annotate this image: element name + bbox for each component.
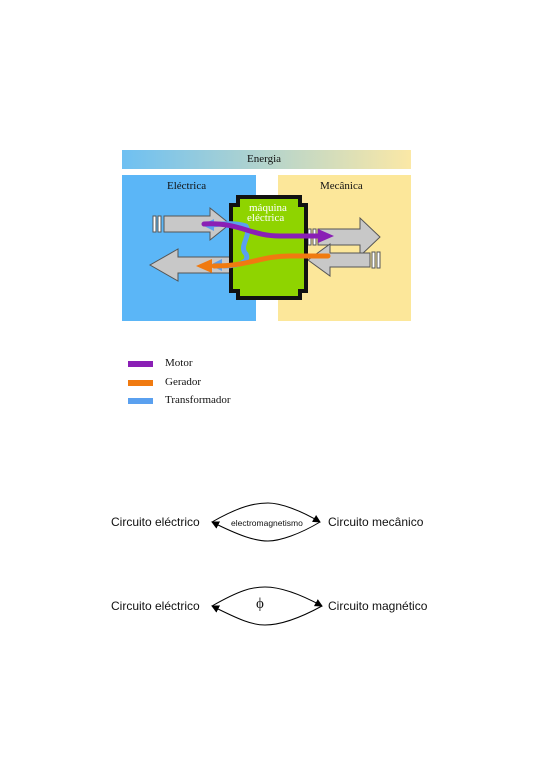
mechanical-zone-label: Mecânica	[320, 180, 363, 192]
gerador-arrowhead	[196, 259, 212, 273]
relation-1-left: Circuito eléctrico	[111, 515, 200, 529]
legend-swatch-transformador	[128, 398, 153, 404]
relation-2-middle-flux-symbol: ϕ	[256, 596, 264, 612]
mechanical-input-arrow	[307, 243, 381, 277]
legend-label-motor: Motor	[165, 357, 193, 369]
electric-zone-label: Eléctrica	[167, 180, 207, 192]
electric-machine-box	[229, 195, 308, 300]
relation-1-lens	[211, 502, 321, 542]
legend-swatch-motor	[128, 361, 153, 367]
electric-input-arrow	[152, 206, 231, 242]
machine-label-line2: eléctrica	[247, 212, 285, 224]
legend-swatch-gerador	[128, 380, 153, 386]
legend-label-transformador: Transformador	[165, 394, 231, 406]
relation-1-middle: electromagnetismo	[231, 518, 303, 528]
machine-label-line1: máquina	[249, 202, 287, 214]
relation-2-right: Circuito magnético	[328, 599, 428, 613]
gerador-path	[211, 253, 331, 269]
energy-banner	[122, 150, 411, 169]
legend-label-gerador: Gerador	[165, 376, 202, 388]
motor-arrowhead	[318, 229, 334, 243]
relation-2-left: Circuito eléctrico	[111, 599, 200, 613]
motor-path	[201, 221, 321, 239]
electric-output-arrow	[148, 248, 231, 282]
relation-1-right: Circuito mecânico	[328, 515, 424, 529]
relation-2-lens	[211, 586, 323, 626]
energy-banner-label: Energia	[247, 153, 282, 165]
